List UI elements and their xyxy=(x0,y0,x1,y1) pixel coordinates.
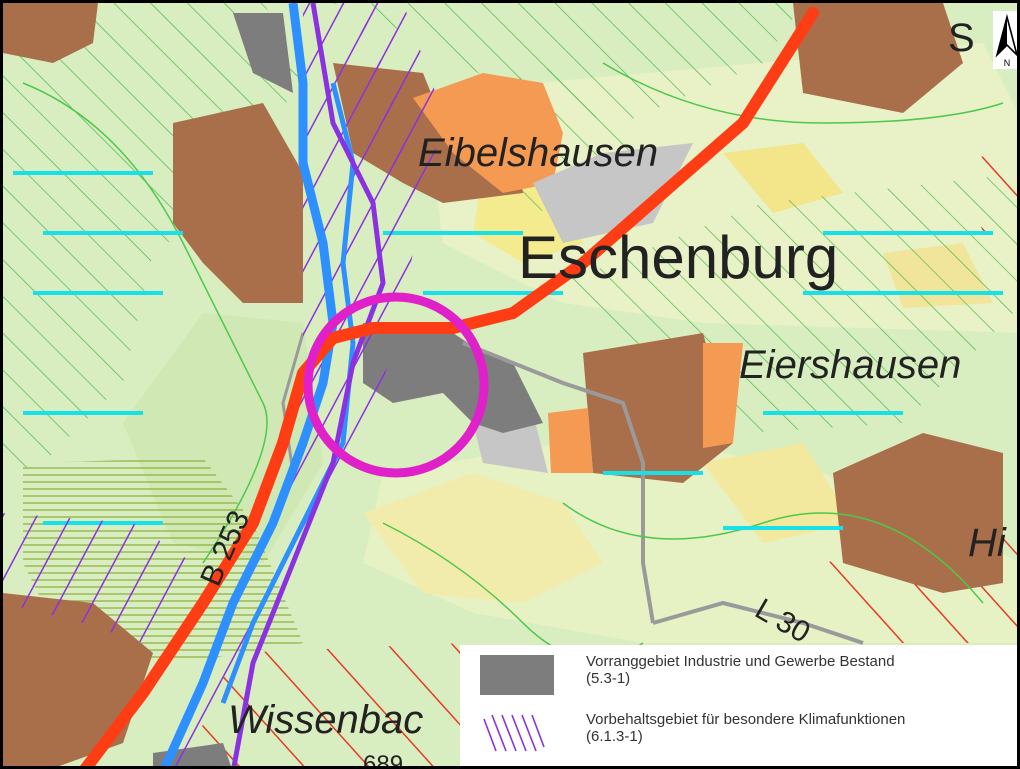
cyan-lines xyxy=(13,171,1003,530)
label-eiershausen: Eiershausen xyxy=(739,343,961,387)
road-b253 xyxy=(80,7,819,766)
orange-area-north xyxy=(413,73,563,193)
street-eschenburg-east xyxy=(462,341,655,624)
legend-text-industry: Vorranggebiet Industrie und Gewerbe Best… xyxy=(586,653,1016,687)
legend-label-climate: Vorbehaltsgebiet für besondere Klimafunk… xyxy=(586,711,906,728)
legend-code-industry: (5.3-1) xyxy=(586,670,631,687)
climate-hatch-valley xyxy=(155,3,423,766)
settlement-east xyxy=(833,433,1003,593)
legend-swatch-industry xyxy=(480,655,554,695)
label-elevation: 689 xyxy=(363,751,403,769)
green-boundary-3 xyxy=(562,502,984,604)
label-wissenbach: Wissenbac xyxy=(228,698,423,742)
river xyxy=(160,3,338,766)
red-hatch-east xyxy=(963,145,1017,242)
yellow-agri-3 xyxy=(723,143,843,213)
yellow-agri-4 xyxy=(703,443,853,543)
stream-purple xyxy=(231,3,386,766)
legend-label-industry: Vorranggebiet Industrie und Gewerbe Best… xyxy=(586,653,895,670)
street-l30 xyxy=(652,600,864,645)
label-s: S xyxy=(948,16,975,60)
forest-hatch-north xyxy=(333,3,803,123)
map-legend: Vorranggebiet Industrie und Gewerbe Best… xyxy=(460,645,1017,766)
north-label: N xyxy=(1004,58,1011,68)
settlement-north-east xyxy=(793,3,963,113)
orange-area-east-2 xyxy=(548,408,593,473)
industry-central xyxy=(363,323,543,433)
legend-text-climate: Vorbehaltsgebiet für besondere Klimafunk… xyxy=(586,711,1016,745)
yellow-agri-1 xyxy=(363,473,603,603)
highlight-circle xyxy=(303,292,489,478)
orange-area-east xyxy=(703,343,743,448)
climate-hatch-southwest xyxy=(3,513,193,653)
legend-item-climate: Vorbehaltsgebiet für besondere Klimafunk… xyxy=(460,703,1017,763)
label-eschenburg: Eschenburg xyxy=(518,224,838,291)
settlement-west-town xyxy=(173,103,303,303)
legend-swatch-climate xyxy=(483,714,545,752)
settlement-eiershausen xyxy=(583,333,733,483)
legend-item-industry: Vorranggebiet Industrie und Gewerbe Best… xyxy=(460,645,1017,705)
climate-hatch-north xyxy=(353,3,443,213)
settlement-north-west xyxy=(3,3,98,63)
label-hi: Hi xyxy=(968,521,1007,565)
green-boundary-2 xyxy=(602,62,1004,124)
north-arrow-icon: N xyxy=(993,11,1017,69)
legend-code-climate: (6.1.3-1) xyxy=(586,728,643,745)
light-gray-area-north xyxy=(533,143,693,243)
label-eibelshausen: Eibelshausen xyxy=(418,131,658,175)
industry-north xyxy=(233,13,293,93)
green-boundary-1 xyxy=(22,82,268,564)
map-canvas[interactable]: Eibelshausen Eschenburg Eiershausen Wiss… xyxy=(3,3,1020,769)
